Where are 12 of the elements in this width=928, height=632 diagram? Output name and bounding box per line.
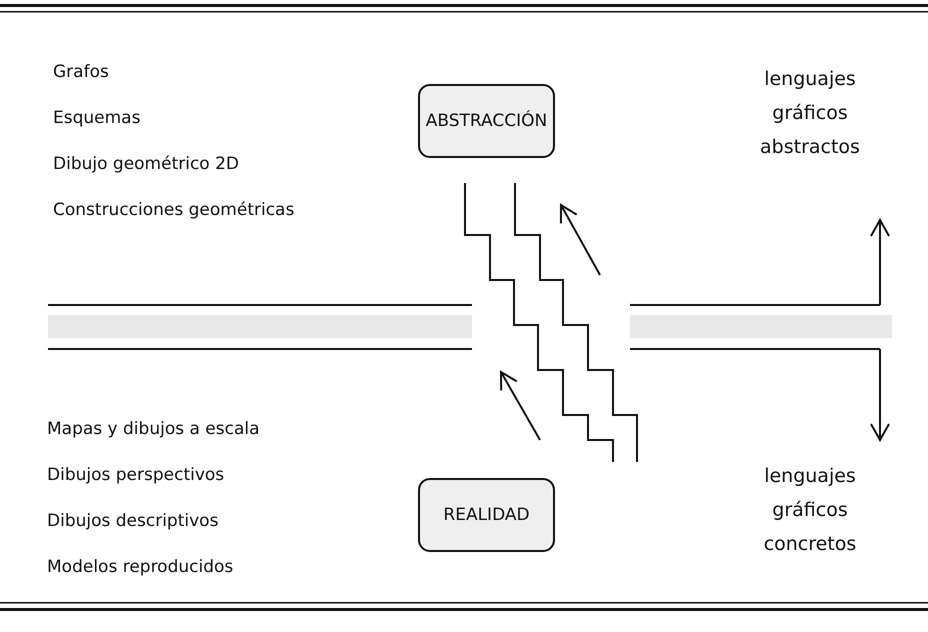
- list-item: Dibujos perspectivos: [47, 465, 224, 485]
- category-text: lenguajes gráficos abstractos: [759, 67, 861, 160]
- process-box: ABSTRACCIÓN: [418, 84, 555, 158]
- list-item: Modelos reproducidos: [47, 557, 234, 577]
- list-item: Esquemas: [53, 108, 140, 128]
- process-box: REALIDAD: [418, 478, 555, 552]
- category-text: lenguajes gráficos concretos: [762, 464, 858, 557]
- list-item: Construcciones geométricas: [53, 200, 294, 220]
- list-item: Mapas y dibujos a escala: [47, 419, 260, 439]
- list-item: Grafos: [53, 62, 109, 82]
- list-item: Dibujo geométrico 2D: [53, 154, 240, 174]
- list-item: Dibujos descriptivos: [47, 511, 218, 531]
